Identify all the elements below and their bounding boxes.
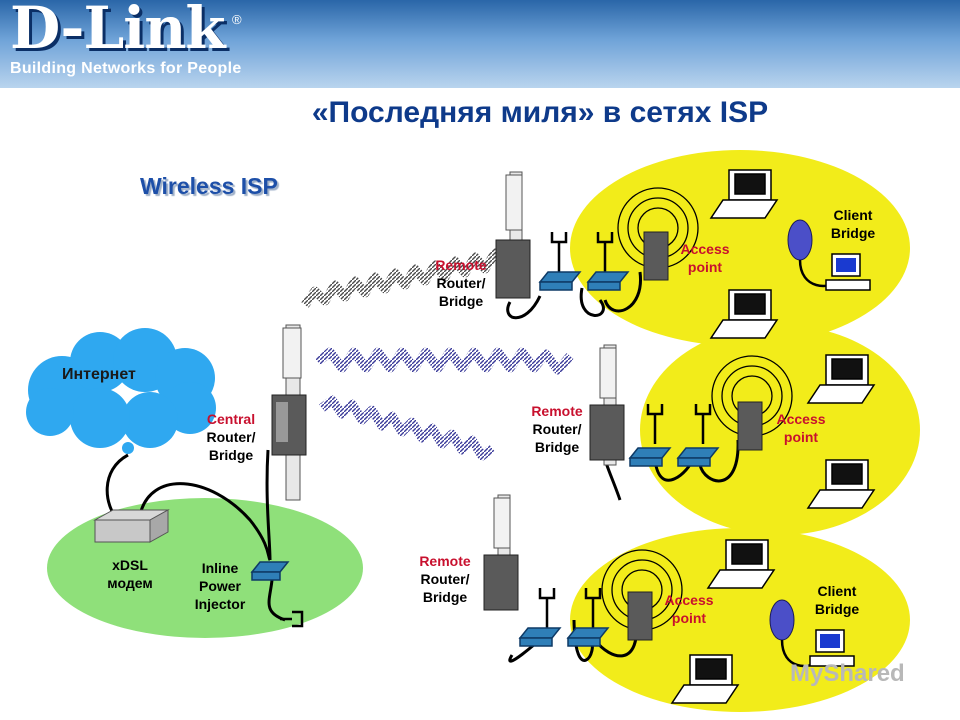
- ap-bottom-line2: point: [671, 610, 707, 626]
- client-bottom-line1: Client: [817, 583, 857, 599]
- remote-top-line3: Bridge: [438, 293, 484, 309]
- modem-line2: модем: [107, 575, 153, 591]
- client-top-line2: Bridge: [830, 225, 876, 241]
- radio-link-middle: [315, 347, 574, 375]
- injector-line1: Inline: [201, 560, 239, 576]
- logo-tagline: Building Networks for People: [10, 60, 242, 77]
- central-router-label: Central Router/ Bridge: [196, 410, 266, 464]
- injector-line3: Injector: [194, 596, 246, 612]
- slide-subtitle: Wireless ISP: [140, 173, 278, 199]
- remote-router-label-bottom: Remote Router/ Bridge: [410, 552, 480, 606]
- remote-bottom-line3: Bridge: [422, 589, 468, 605]
- switch-icons: [250, 271, 720, 647]
- radio-link-bottom: [319, 395, 495, 461]
- access-point-icon-middle: [711, 355, 793, 451]
- injector-label: Inline Power Injector: [188, 559, 252, 613]
- remote-mast-icon-bottom: [483, 494, 519, 611]
- remote-mast-icon-top: [495, 171, 531, 299]
- remote-router-label-top: Remote Router/ Bridge: [428, 256, 494, 310]
- laptop-icons: [670, 169, 876, 704]
- client-bridge-icon-top: [787, 219, 871, 291]
- internet-label: Интернет: [62, 366, 136, 383]
- remote-middle-line3: Bridge: [534, 439, 580, 455]
- access-point-icon-top: [617, 187, 699, 281]
- remote-bottom-line2: Router/: [420, 571, 470, 587]
- central-line3: Bridge: [208, 447, 254, 463]
- remote-router-label-middle: Remote Router/ Bridge: [522, 402, 592, 456]
- watermark: MyShared: [790, 660, 905, 687]
- remote-mast-icon-middle: [589, 344, 625, 466]
- access-point-icon-bottom: [601, 549, 683, 641]
- remote-middle-line1: Remote: [531, 403, 583, 419]
- client-top-line1: Client: [833, 207, 873, 223]
- ap-middle-line2: point: [783, 429, 819, 445]
- ap-top-line2: point: [687, 259, 723, 275]
- central-mast-icon: [271, 324, 307, 501]
- access-point-label-top: Access point: [672, 240, 738, 276]
- access-point-label-middle: Access point: [768, 410, 834, 446]
- xdsl-modem-label: xDSL модем: [100, 556, 160, 592]
- power-plug-icons: [280, 232, 712, 628]
- xdsl-modem-icon: [93, 509, 170, 543]
- radio-link-top: [301, 248, 519, 308]
- lan-zone-top: [570, 150, 910, 346]
- client-bridge-label-bottom: Client Bridge: [806, 582, 868, 618]
- internet-cloud-icon: [26, 328, 216, 454]
- remote-top-line1: Remote: [435, 257, 487, 273]
- injector-line2: Power: [198, 578, 241, 594]
- access-point-label-bottom: Access point: [656, 591, 722, 627]
- remote-middle-line2: Router/: [532, 421, 582, 437]
- modem-line1: xDSL: [112, 557, 148, 573]
- central-line1: Central: [206, 411, 256, 427]
- ap-middle-line1: Access: [776, 411, 826, 427]
- slide-title: «Последняя миля» в сетях ISP: [311, 96, 769, 129]
- ap-bottom-line1: Access: [664, 592, 714, 608]
- client-bottom-line2: Bridge: [814, 601, 860, 617]
- remote-bottom-line1: Remote: [419, 553, 471, 569]
- dlink-logo: D-Link: [10, 0, 226, 62]
- remote-top-line2: Router/: [436, 275, 486, 291]
- client-bridge-label-top: Client Bridge: [822, 206, 884, 242]
- central-line2: Router/: [206, 429, 256, 445]
- header-banner: [0, 0, 960, 88]
- client-bridge-icon-bottom: [769, 599, 855, 668]
- ap-top-line1: Access: [680, 241, 730, 257]
- registered-mark: ®: [232, 12, 242, 27]
